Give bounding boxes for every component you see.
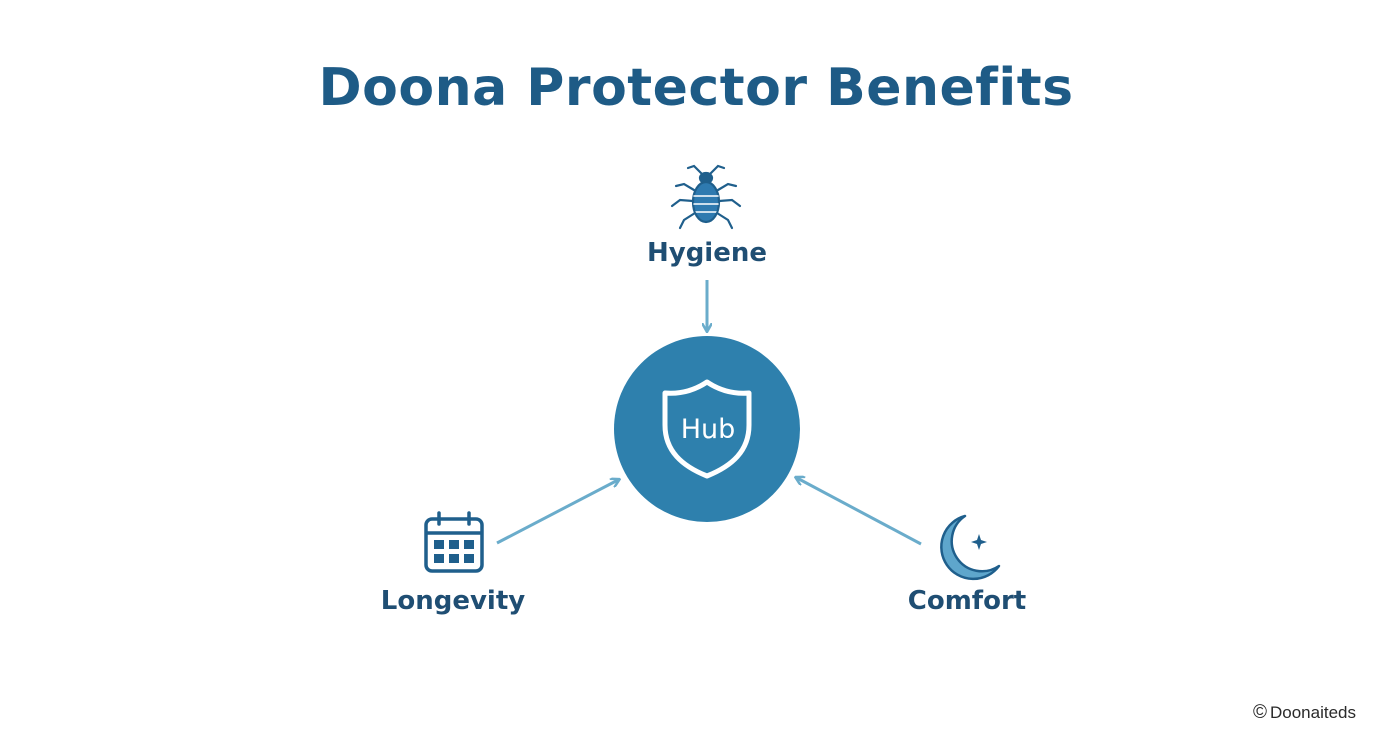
arrow-comfort-to-hub (797, 478, 922, 546)
calendar-icon (424, 511, 484, 573)
hub-label: Hub (681, 414, 736, 445)
diagram-title: Doona Protector Benefits (318, 58, 1074, 118)
arrow-longevity-to-hub (496, 480, 618, 545)
node-label-longevity: Longevity (380, 586, 526, 616)
footer-credit: ©Doonaiteds (1253, 702, 1356, 724)
moon-icon (940, 514, 1001, 581)
node-label-hygiene: Hygiene (646, 238, 767, 268)
shield-icon (662, 379, 752, 479)
hub-node: Hub (614, 336, 800, 522)
node-label-comfort: Comfort (907, 586, 1027, 616)
footer-text: Doonaiteds (1269, 703, 1356, 722)
bug-icon (670, 164, 742, 230)
copyright-icon: © (1252, 702, 1267, 723)
